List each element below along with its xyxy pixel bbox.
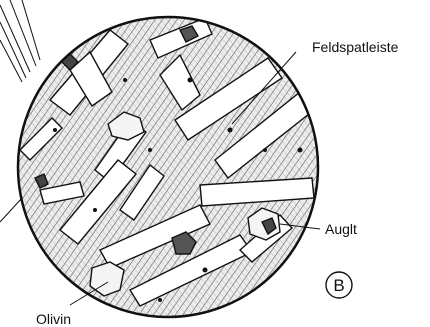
panel-letter: B — [333, 276, 344, 295]
thin-section-disc — [10, 10, 330, 327]
light-ray-5 — [22, 0, 40, 60]
panel-letter-badge: B — [326, 272, 352, 298]
left-edge-leader — [0, 198, 22, 222]
augite-label: Auglt — [325, 221, 357, 237]
olivine-label: Olivin — [36, 311, 71, 327]
feldspar-label: Feldspatleiste — [312, 39, 399, 55]
